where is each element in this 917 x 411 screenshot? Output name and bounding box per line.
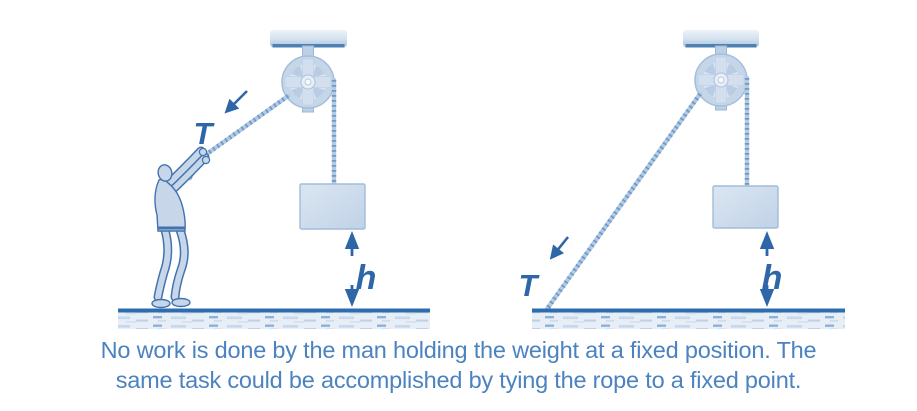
height-arrow (344, 231, 360, 307)
weight-box (299, 183, 366, 230)
mount-bar (683, 30, 759, 47)
tension-label: T (194, 116, 216, 151)
weight-box (712, 185, 779, 229)
tension-label: T (519, 268, 541, 303)
pulley-spokes (291, 65, 325, 99)
height-label: h (762, 259, 783, 297)
left-diagram: T h (118, 30, 430, 329)
figure-caption: No work is done by the man holding the w… (0, 336, 917, 395)
man-hand-lower (201, 155, 211, 165)
man-head (157, 164, 173, 182)
pulley-spokes (704, 63, 738, 97)
pulley-axle (304, 78, 312, 86)
pulley-diagram-svg: T h (118, 30, 845, 329)
caption-line-1: No work is done by the man holding the w… (100, 337, 817, 363)
pulley (281, 45, 335, 113)
ceiling-mount (683, 30, 759, 48)
ground-hatch (532, 312, 845, 329)
man-torso (154, 178, 186, 232)
right-diagram: T h (519, 30, 845, 329)
tension-arrow (549, 236, 570, 260)
ceiling-mount (270, 30, 347, 48)
ground-line (118, 308, 430, 313)
man-hand-upper (198, 147, 208, 157)
caption-line-2: same task could be accomplished by tying… (115, 366, 802, 393)
pulley-axle (717, 76, 725, 84)
man-foot-back (171, 297, 191, 308)
tension-arrow (224, 90, 248, 114)
ground-hatch (118, 312, 430, 329)
height-label: h (356, 259, 377, 297)
man-figure (151, 146, 211, 309)
height-arrow (759, 231, 775, 307)
ground (118, 308, 430, 329)
tied-rope (544, 91, 703, 312)
pulley (694, 45, 748, 111)
ground (532, 308, 845, 329)
mount-bar (270, 30, 347, 47)
ground-line (532, 308, 845, 313)
man-foot-front (151, 298, 171, 309)
